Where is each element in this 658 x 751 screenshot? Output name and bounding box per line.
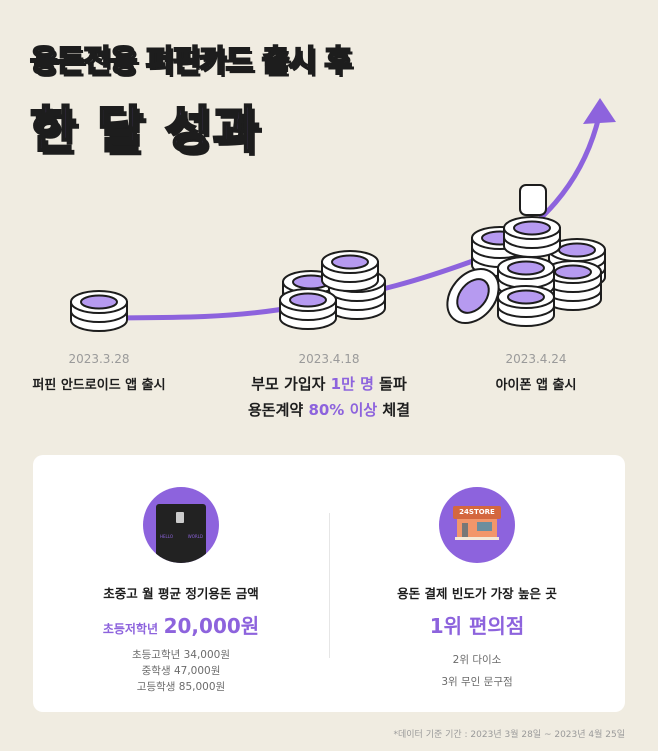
milestone-1: 2023.3.28 퍼핀 안드로이드 앱 출시 bbox=[32, 352, 165, 393]
allowance-row: 중학생 47,000원 bbox=[141, 665, 221, 677]
puffin-mascot-icon bbox=[519, 184, 547, 216]
store-list: 2위 다이소 3위 무인 문구점 bbox=[329, 649, 625, 693]
store-row: 2위 다이소 bbox=[452, 654, 502, 666]
store-title: 용돈 결제 빈도가 가장 높은 곳 bbox=[397, 586, 557, 601]
coin-hole bbox=[289, 292, 327, 308]
coin-hole bbox=[456, 278, 490, 314]
store-sign: 24STORE bbox=[453, 506, 501, 519]
puffin-card-icon: HELLO WORLD bbox=[143, 487, 219, 563]
growth-arrow-line bbox=[74, 111, 603, 321]
allowance-stat: HELLO WORLD 초중고 월 평균 정기용돈 금액 초등저학년 20,00… bbox=[33, 455, 329, 695]
store-row: 3위 무인 문구점 bbox=[441, 676, 513, 688]
milestone-date: 2023.4.18 bbox=[298, 352, 360, 366]
allowance-row: 초등고학년 34,000원 bbox=[131, 649, 231, 661]
allowance-highlight: 초등저학년 20,000원 bbox=[102, 614, 260, 638]
title-line-1: 용돈전용 퍼핀카드 출시 후 bbox=[29, 43, 353, 80]
coin-hole bbox=[80, 294, 118, 310]
milestone-3: 2023.4.24 아이폰 앱 출시 bbox=[496, 352, 577, 393]
allowance-list: 초등고학년 34,000원 중학생 47,000원 고등학생 85,000원 bbox=[33, 647, 329, 695]
coin-hole bbox=[507, 289, 545, 305]
coin-hole bbox=[558, 242, 596, 258]
title-line-2: 한 달 성과 bbox=[29, 100, 261, 161]
store-stat: 24STORE 용돈 결제 빈도가 가장 높은 곳 1위 편의점 2위 다이소 … bbox=[329, 455, 625, 693]
arrow-head-icon bbox=[583, 98, 616, 124]
store-highlight: 1위 편의점 bbox=[429, 614, 525, 638]
milestone-label: 아이폰 앱 출시 bbox=[495, 378, 577, 393]
stats-card: HELLO WORLD 초중고 월 평균 정기용돈 금액 초등저학년 20,00… bbox=[33, 455, 625, 712]
footnote: *데이터 기준 기간 : 2023년 3월 28일 ~ 2023년 4월 25일 bbox=[393, 730, 626, 740]
milestone-label-line-2: 용돈계약 80% 이상 체결 bbox=[248, 401, 410, 419]
milestone-date: 2023.4.24 bbox=[505, 352, 567, 366]
convenience-store-icon: 24STORE bbox=[439, 487, 515, 563]
coin-hole bbox=[507, 260, 545, 276]
store-sign-text: 24STORE bbox=[459, 508, 495, 516]
coin-hole bbox=[554, 264, 592, 280]
milestone-label-line-1: 부모 가입자 1만 명 돌파 bbox=[251, 375, 407, 393]
growth-illustration bbox=[70, 98, 616, 332]
coin-hole bbox=[331, 254, 369, 270]
milestone-2: 2023.4.18 부모 가입자 1만 명 돌파 용돈계약 80% 이상 체결 bbox=[248, 352, 410, 422]
coin-hole bbox=[513, 220, 551, 236]
milestone-label: 퍼핀 안드로이드 앱 출시 bbox=[32, 378, 166, 393]
allowance-title: 초중고 월 평균 정기용돈 금액 bbox=[103, 586, 259, 601]
divider bbox=[329, 513, 330, 658]
milestone-date: 2023.3.28 bbox=[68, 352, 130, 366]
allowance-row: 고등학생 85,000원 bbox=[136, 681, 226, 693]
